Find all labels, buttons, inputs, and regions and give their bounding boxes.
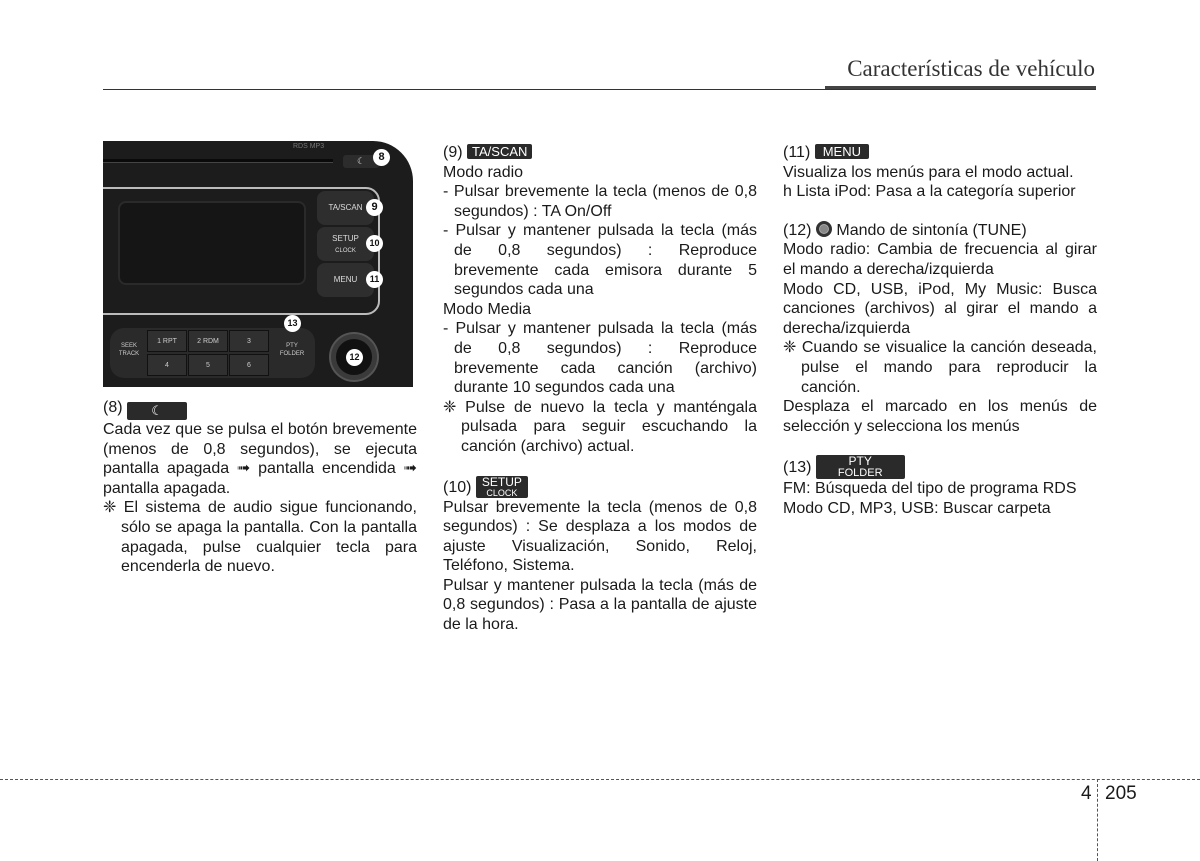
item-12-label: (12) — [783, 221, 812, 239]
page-number: 205 — [1105, 783, 1137, 804]
item-11-text: h Lista iPod: Pasa a la categoría superi… — [783, 183, 1076, 201]
radio-mode-heading: Modo radio — [443, 163, 524, 181]
item-9-label: (9) — [443, 144, 463, 161]
callout-8: 8 — [373, 149, 390, 166]
item-11-label: (11) — [783, 144, 811, 161]
media-mode-item: - Pulsar y mantener pulsada la tecla (má… — [443, 320, 757, 397]
display-frame — [103, 187, 380, 315]
radio-illustration: RDS MP3 ☾ 8 TA/SCAN SETUP CLOCK MENU 9 10… — [103, 141, 413, 387]
ta-scan-badge: TA/SCAN — [467, 144, 533, 159]
media-mode-note: ❈ Pulse de nuevo la tecla y manténgala p… — [443, 398, 757, 455]
column-2: (9) TA/SCAN Modo radio - Pulsar brevemen… — [443, 143, 757, 635]
callout-12: 12 — [346, 349, 363, 366]
radio-mode-item: - Pulsar brevemente la tecla (menos de 0… — [443, 183, 757, 220]
item-10-text: Pulsar y mantener pulsada la tecla (más … — [443, 576, 757, 634]
preset-key: 1 RPT — [147, 330, 187, 352]
clock-badge-text: CLOCK — [486, 487, 518, 498]
folder-label: FOLDER — [279, 351, 305, 357]
item-13-text: FM: Búsqueda del tipo de programa RDS — [783, 480, 1077, 498]
item-8-text: Cada vez que se pulsa el botón brevement… — [103, 421, 417, 497]
preset-keypad: SEEK TRACK 1 RPT 2 RDM 3 4 5 6 PTY FOLDER — [110, 328, 315, 378]
display-off-button: ☾ — [343, 155, 379, 168]
item-13-text: Modo CD, MP3, USB: Buscar carpeta — [783, 499, 1051, 517]
item-12-text: Modo CD, USB, iPod, My Music: Busca canc… — [783, 280, 1097, 337]
tune-knob — [331, 334, 377, 380]
pty-badge-text: PTY — [848, 454, 872, 469]
item-12-text: Modo radio: Cambia de frecuencia al gira… — [783, 241, 1097, 278]
section-number: 4 — [1081, 783, 1092, 804]
menu-badge: MENU — [814, 144, 869, 159]
preset-key: 3 — [229, 330, 269, 352]
seek-label: SEEK — [120, 343, 137, 349]
preset-key: 4 — [147, 354, 187, 376]
menu-key: MENU — [317, 263, 374, 297]
setup-key-label: SETUP — [332, 234, 359, 243]
moon-button-icon: ☾ — [127, 402, 188, 420]
column-3: (11) MENU Visualiza los menús para el mo… — [783, 143, 1097, 519]
page-header-title: Características de vehículo — [847, 56, 1095, 81]
radio-logo: RDS MP3 — [293, 143, 325, 150]
preset-key: 2 RDM — [188, 330, 228, 352]
callout-11: 11 — [366, 271, 383, 288]
footer-rule — [0, 779, 1200, 780]
preset-key: 6 — [229, 354, 269, 376]
item-12-text: Desplaza el marcado en los menús de sele… — [783, 398, 1097, 435]
item-8-label: (8) — [103, 399, 123, 416]
item-13-label: (13) — [783, 459, 812, 477]
media-mode-heading: Modo Media — [443, 300, 532, 318]
item-10-label: (10) — [443, 478, 472, 496]
item-11-text: Visualiza los menús para el modo actual. — [783, 163, 1074, 181]
setup-badge-text: SETUP — [481, 474, 522, 489]
tune-knob-icon — [815, 220, 832, 237]
pty-folder-key: PTY FOLDER — [275, 342, 309, 358]
radio-screen — [118, 201, 306, 285]
clock-key-label: CLOCK — [335, 248, 356, 254]
column-1: (8) ☾ Cada vez que se pulsa el botón bre… — [103, 398, 417, 577]
setup-key: SETUP CLOCK — [317, 227, 374, 261]
pty-label: PTY — [286, 343, 298, 349]
item-8-note: ❈ El sistema de audio sigue funcionando,… — [103, 499, 417, 576]
cd-slot — [103, 159, 333, 163]
callout-10: 10 — [366, 235, 383, 252]
callout-13: 13 — [284, 315, 301, 332]
item-10-text: Pulsar brevemente la tecla (menos de 0,8… — [443, 498, 757, 575]
item-12-note: ❈ Cuando se visualice la canción deseada… — [783, 339, 1097, 396]
callout-9: 9 — [366, 199, 383, 216]
seek-track-key: SEEK TRACK — [114, 342, 144, 358]
ta-scan-key: TA/SCAN — [317, 191, 374, 225]
footer-divider — [1097, 779, 1098, 861]
preset-key: 5 — [188, 354, 228, 376]
track-label: TRACK — [118, 351, 140, 357]
radio-mode-item: - Pulsar y mantener pulsada la tecla (má… — [443, 222, 757, 299]
folder-badge-text: FOLDER — [837, 467, 883, 480]
item-12-title: Mando de sintonía (TUNE) — [836, 221, 1027, 239]
header-rule — [103, 89, 1096, 90]
header-rule-accent — [825, 86, 1096, 90]
